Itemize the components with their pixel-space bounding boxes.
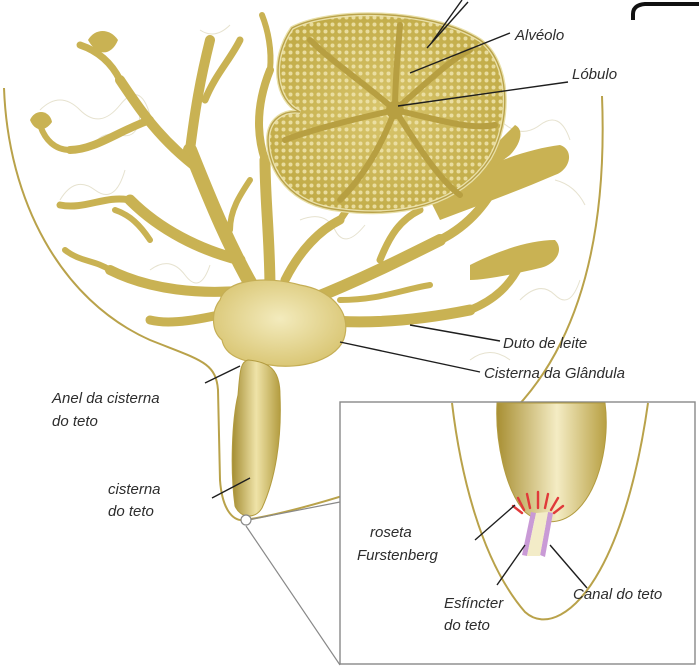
label-anel-da-cisterna-line1: Anel da cisterna: [51, 390, 160, 407]
label-cisterna-do-teto-line2: do teto: [108, 503, 154, 520]
teat-cistern: [232, 360, 280, 516]
label-cisterna-da-glandula: Cisterna da Glândula: [484, 365, 625, 382]
label-esfincter-line2: do teto: [444, 617, 490, 634]
label-roseta-line2: Furstenberg: [357, 547, 439, 564]
label-esfincter-line1: Esfíncter: [444, 595, 504, 612]
label-roseta-line1: roseta: [370, 524, 412, 541]
label-canal-do-teto: Canal do teto: [573, 586, 662, 603]
zoom-connector: [246, 502, 340, 665]
label-alveolo: Alvéolo: [514, 27, 564, 44]
teat-tip-marker: [241, 515, 251, 525]
label-duto-de-leite: Duto de leite: [503, 335, 587, 352]
label-cisterna-do-teto-line1: cisterna: [108, 481, 161, 498]
label-lobulo: Lóbulo: [572, 66, 617, 83]
corner-bracket-fragment: [633, 4, 699, 20]
lobule: [268, 14, 505, 212]
label-anel-da-cisterna-line2: do teto: [52, 413, 98, 430]
